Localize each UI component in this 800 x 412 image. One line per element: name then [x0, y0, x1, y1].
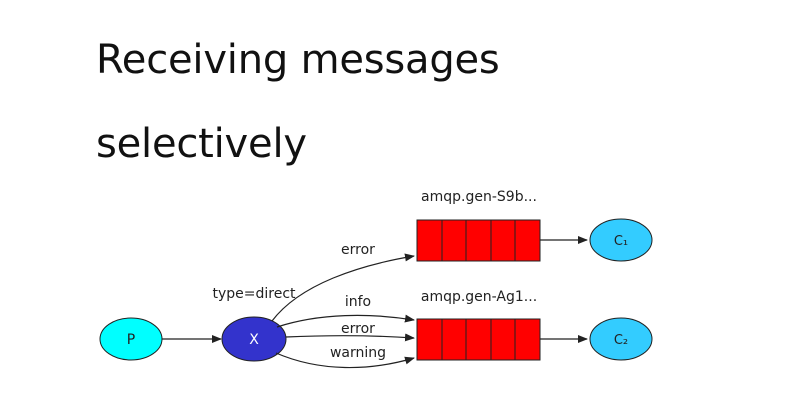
binding-arrow-info-queue-2: [276, 314, 415, 328]
slide-title: Receiving messages selectively: [96, 18, 500, 186]
binding-label-warning: warning: [330, 345, 386, 361]
queue-1-body: [416, 219, 541, 262]
queue-2: amqp.gen-Ag1...: [416, 289, 541, 361]
slide-title-line-2: selectively: [96, 121, 307, 167]
binding-label-info: info: [345, 294, 371, 310]
consumer-2-label: C₂: [614, 333, 628, 348]
exchange-type-label: type=direct: [212, 286, 296, 302]
consumer-1-label: C₁: [614, 234, 628, 249]
binding-arrow-error-queue-1: [271, 253, 415, 322]
consumer-1-node: C₁: [589, 218, 653, 262]
binding-label-error-1: error: [341, 242, 375, 258]
slide-title-line-1: Receiving messages: [96, 37, 500, 83]
exchange-node: X type=direct: [212, 286, 296, 362]
queue-2-body: [416, 318, 541, 361]
queue-1-name: amqp.gen-S9b...: [421, 189, 537, 205]
producer-label: P: [127, 332, 135, 348]
consumer-1-ellipse: [589, 218, 653, 262]
queue-1: amqp.gen-S9b...: [416, 189, 541, 262]
consumer-2-ellipse: [589, 317, 653, 361]
binding-arrow-warning-queue-2: [275, 352, 415, 369]
binding-arrow-error-queue-2: [285, 333, 415, 342]
exchange-label: X: [249, 332, 259, 348]
consumer-2-node: C₂: [589, 317, 653, 361]
queue-2-name: amqp.gen-Ag1...: [421, 289, 537, 305]
producer-node: P: [99, 317, 163, 361]
binding-label-error-2: error: [341, 321, 375, 337]
exchange-ellipse: [221, 316, 287, 362]
